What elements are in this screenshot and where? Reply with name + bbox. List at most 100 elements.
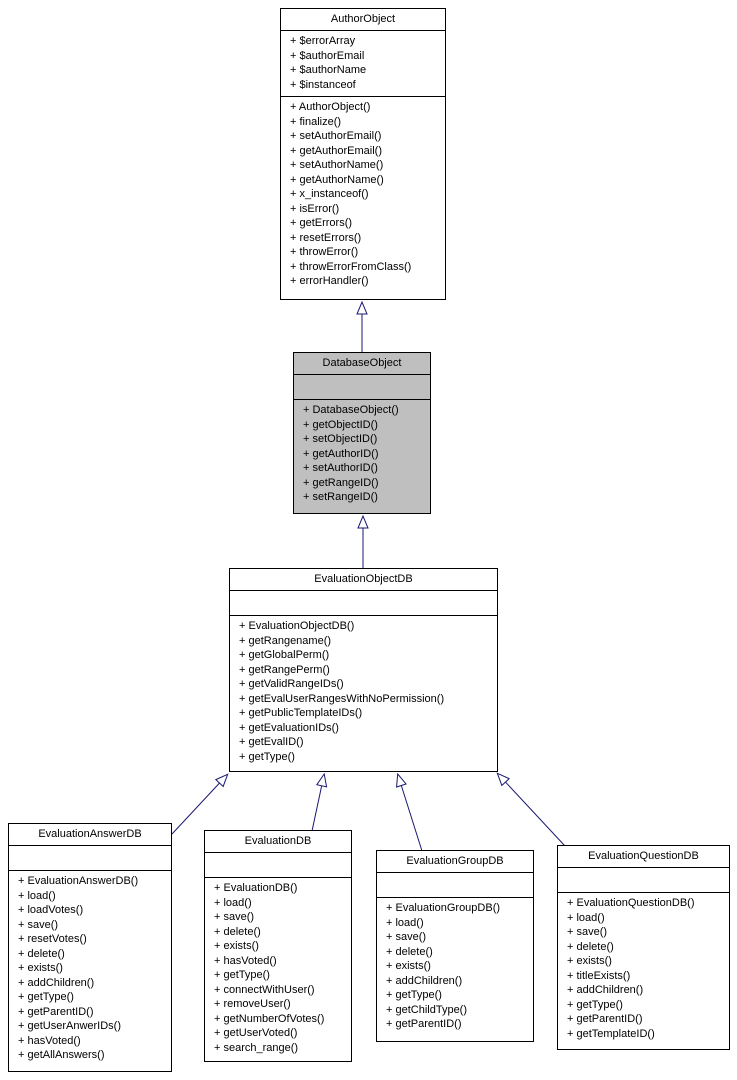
methods-compartment: + EvaluationDB()+ load()+ save()+ delete… [205, 878, 351, 1061]
method: + getParentID() [18, 1005, 94, 1018]
method: + getAuthorID() [303, 447, 379, 460]
method: + setObjectID() [303, 433, 378, 445]
method: + AuthorObject() [290, 101, 371, 113]
class-box-evaluation-answer-db[interactable]: EvaluationAnswerDB + EvaluationAnswerDB(… [8, 823, 172, 1072]
method: + connectWithUser() [214, 983, 315, 996]
method: + getTemplateID() [567, 1027, 655, 1040]
method: + getEvalID() [239, 736, 304, 748]
method: + setAuthorID() [303, 462, 378, 474]
class-title: DatabaseObject [294, 353, 430, 375]
class-box-evaluation-db[interactable]: EvaluationDB + EvaluationDB() + load() + s… [204, 830, 352, 1062]
method: + DatabaseObject() [303, 404, 399, 416]
method: + removeUser() [214, 998, 291, 1010]
method: + exists() [214, 940, 259, 952]
method: + delete() [567, 940, 614, 953]
method: + getChildType() [386, 1003, 468, 1016]
method: + exists() [567, 955, 612, 967]
method: + hasVoted() [18, 1034, 81, 1047]
method: + addChildren() [386, 974, 463, 987]
method: + getType() [18, 991, 74, 1003]
method: + save() [567, 926, 608, 938]
method: + exists() [386, 960, 431, 972]
method: + delete() [386, 945, 433, 958]
inheritance-arrow-evaluationgroupdb-to-evaluationobjectdb [395, 772, 423, 852]
methods-compartment: + EvaluationGroupDB() + load() + save() + d… [377, 898, 533, 1041]
method: + getRangePerm() [239, 663, 330, 676]
inheritance-arrow-evaluationdb-to-evaluationobjectdb [311, 772, 328, 832]
method: + finalize() [290, 115, 342, 128]
method: + setAuthorName() [290, 159, 384, 171]
class-title: EvaluationObjectDB [230, 569, 497, 591]
methods-compartment: + DatabaseObject() + getObjectID() + setOb… [294, 400, 430, 513]
attributes-compartment [294, 375, 430, 400]
attributes-compartment [377, 873, 533, 898]
method: + load() [386, 916, 424, 929]
attribute: + $instanceof [290, 78, 356, 91]
methods-compartment: + EvaluationObjectDB() + getRangename() + … [230, 616, 497, 771]
method: + resetErrors() [290, 231, 362, 244]
class-box-evaluation-object-db[interactable]: EvaluationObjectDB + EvaluationObjectDB(… [229, 568, 498, 772]
method: + getGlobalPerm() [239, 649, 330, 661]
method: + delete() [18, 947, 65, 960]
method: + getUserAnwerIDs() [18, 1020, 122, 1032]
method: + EvaluationAnswerDB() [18, 875, 139, 887]
method: + save() [386, 931, 427, 943]
attribute: + $authorEmail [290, 49, 365, 62]
attributes-compartment [558, 868, 729, 893]
method: + search_range() [214, 1041, 299, 1054]
method: + EvaluationGroupDB() [386, 902, 501, 914]
method: + titleExists() [567, 969, 631, 982]
method: + throwErrorFromClass() [290, 260, 412, 273]
method: + getRangeID() [303, 476, 379, 489]
method: + addChildren() [567, 984, 644, 996]
method: + load() [18, 889, 56, 902]
method: + EvaluationDB() [214, 882, 298, 894]
method: + EvaluationObjectDB() [239, 620, 355, 632]
method: + errorHandler() [290, 275, 369, 287]
attributes-compartment [205, 853, 351, 878]
class-title: AuthorObject [281, 9, 445, 31]
class-title: EvaluationDB [205, 831, 351, 853]
method: + load() [214, 896, 252, 909]
class-box-author-object[interactable]: AuthorObject + $errorArray + $authorEmail… [280, 8, 446, 300]
method: + getAuthorName() [290, 173, 384, 186]
attribute: + $errorArray [290, 35, 356, 47]
method: + setAuthorEmail() [290, 130, 382, 142]
method: + getAllAnswers() [18, 1049, 105, 1061]
class-box-evaluation-group-db[interactable]: EvaluationGroupDB + EvaluationGroupDB()+… [376, 850, 534, 1042]
method: + setRangeID() [303, 491, 378, 503]
method: + getObjectID() [303, 418, 378, 431]
method: + resetVotes() [18, 933, 87, 945]
method: + getType() [567, 998, 623, 1011]
method: + getRangename() [239, 634, 332, 647]
method: + getPublicTemplateIDs() [239, 707, 363, 719]
class-box-database-object[interactable]: DatabaseObject + DatabaseObject() + getOb… [293, 352, 431, 514]
method: + getAuthorEmail() [290, 144, 383, 157]
method: + getEvaluationIDs() [239, 721, 339, 734]
inheritance-arrow-evaluationanswerdb-to-evaluationobjectdb [171, 773, 229, 835]
attributes-compartment [9, 846, 171, 871]
method: + getUserVoted() [214, 1027, 298, 1039]
method: + getParentID() [567, 1013, 643, 1025]
methods-compartment: + AuthorObject() + finalize() + setAuthorE… [281, 97, 445, 299]
methods-compartment: + EvaluationAnswerDB() + load() + loadVote… [9, 871, 171, 1071]
method: + isError() [290, 202, 340, 215]
class-box-evaluation-question-db[interactable]: EvaluationQuestionDB + EvaluationQuestio… [557, 845, 730, 1050]
inheritance-arrow-evaluationquestiondb-to-evaluationobjectdb [496, 772, 566, 847]
method: + getNumberOfVotes() [214, 1012, 325, 1025]
method: + EvaluationQuestionDB() [567, 897, 695, 909]
methods-compartment: + EvaluationQuestionDB()+ load()+ save()… [558, 893, 729, 1049]
method: + loadVotes() [18, 904, 84, 916]
method: + x_instanceof() [290, 188, 369, 200]
method: + getType() [239, 750, 295, 763]
class-title: EvaluationGroupDB [377, 851, 533, 873]
method: + save() [214, 911, 255, 923]
method: + exists() [18, 962, 63, 974]
method: + getType() [214, 969, 270, 981]
method: + getEvalUserRangesWithNoPermission() [239, 692, 445, 705]
method: + save() [18, 918, 59, 931]
method: + getType() [386, 989, 442, 1001]
method: + hasVoted() [214, 954, 277, 967]
attributes-compartment: + $errorArray+ $authorEmail+ $authorName… [281, 31, 445, 97]
